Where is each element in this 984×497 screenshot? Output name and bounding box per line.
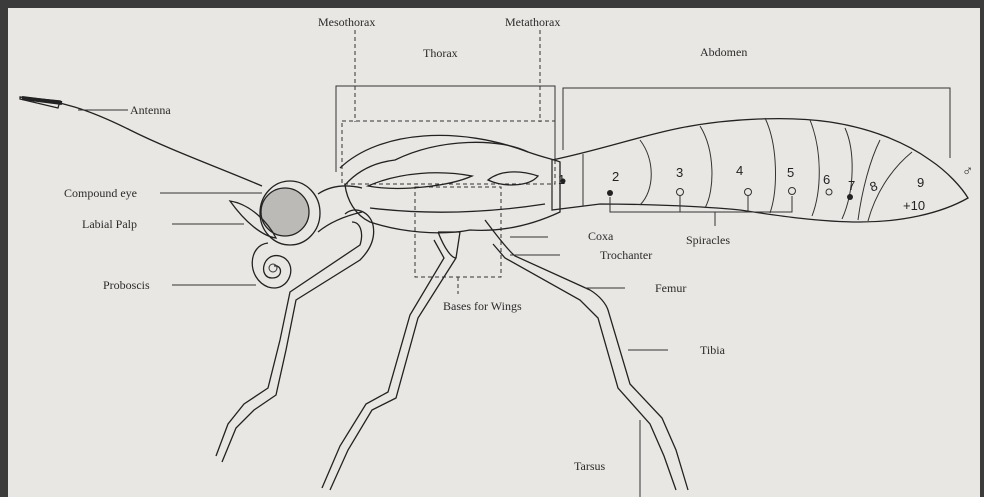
label-trochanter: Trochanter <box>600 248 652 262</box>
label-compound-eye: Compound eye <box>64 186 137 200</box>
male-symbol: ♂ <box>962 164 973 180</box>
label-spiracles: Spiracles <box>686 233 730 247</box>
segment-number: 6 <box>823 172 830 187</box>
label-coxa: Coxa <box>588 229 614 243</box>
label-mesothorax: Mesothorax <box>318 15 375 29</box>
paper-background <box>8 8 980 497</box>
label-femur: Femur <box>655 281 686 295</box>
compound-eye-shape <box>261 188 309 236</box>
segment-number: 9 <box>917 175 924 190</box>
label-thorax: Thorax <box>423 46 458 60</box>
segment-number: 5 <box>787 165 794 180</box>
label-abdomen: Abdomen <box>700 45 747 59</box>
label-bases-for-wings: Bases for Wings <box>443 299 522 313</box>
segment-number: +10 <box>903 198 925 213</box>
segment-number: 4 <box>736 163 743 178</box>
label-metathorax: Metathorax <box>505 15 560 29</box>
segment-number: 2 <box>612 169 619 184</box>
label-tibia: Tibia <box>700 343 726 357</box>
label-antenna: Antenna <box>130 103 171 117</box>
label-labial-palp: Labial Palp <box>82 217 137 231</box>
segment-number: 3 <box>676 165 683 180</box>
segment-number: 7 <box>848 178 855 193</box>
label-tarsus: Tarsus <box>574 459 605 473</box>
segment-number: 1 <box>558 172 565 187</box>
label-proboscis: Proboscis <box>103 278 150 292</box>
